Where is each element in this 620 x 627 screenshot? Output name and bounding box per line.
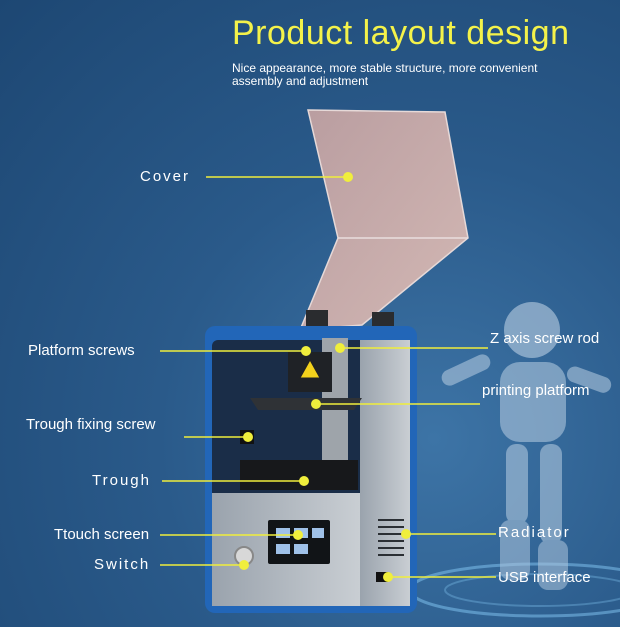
z-axis-dot xyxy=(335,343,345,353)
radiator-dot xyxy=(401,529,411,539)
touch-screen xyxy=(268,520,330,564)
switch-label: Switch xyxy=(94,556,151,573)
page-subtitle: Nice appearance, more stable structure, … xyxy=(232,61,538,88)
radiator-label: Radiator xyxy=(498,524,571,541)
trough-fixing-screw-label: Trough fixing screw xyxy=(26,416,156,433)
z-axis-screw-rod-label: Z axis screw rod xyxy=(490,330,600,347)
cover-dot xyxy=(343,172,353,182)
trough-dot xyxy=(299,476,309,486)
usb-dot xyxy=(383,572,393,582)
screen-button-5 xyxy=(294,544,308,554)
printing-platform-dot xyxy=(311,399,321,409)
touch-screen-label: Ttouch screen xyxy=(54,526,150,543)
usb-port xyxy=(376,572,388,582)
cover-panel xyxy=(298,109,469,331)
platform-screws-dot xyxy=(301,346,311,356)
left-hinge xyxy=(306,310,328,330)
screen-button-3 xyxy=(312,528,324,538)
printing-platform xyxy=(250,398,362,410)
robot-figure xyxy=(441,302,612,590)
printing-platform-label: printing platform xyxy=(482,382,590,399)
screen-button-1 xyxy=(276,528,290,538)
radiator-vents xyxy=(378,519,404,556)
trough-label: Trough xyxy=(92,472,151,489)
trough-screw-dot xyxy=(243,432,253,442)
side-panel xyxy=(360,340,410,606)
touch-screen-dot xyxy=(293,530,303,540)
page-title: Product layout design xyxy=(232,14,570,52)
screen-button-4 xyxy=(276,544,290,554)
warning-sign-icon xyxy=(299,358,321,379)
usb-interface-label: USB interface xyxy=(498,569,591,586)
cover-label: Cover xyxy=(140,168,191,185)
trough-vat xyxy=(240,460,358,490)
platform-screws-label: Platform screws xyxy=(28,342,135,359)
switch-dot xyxy=(239,560,249,570)
